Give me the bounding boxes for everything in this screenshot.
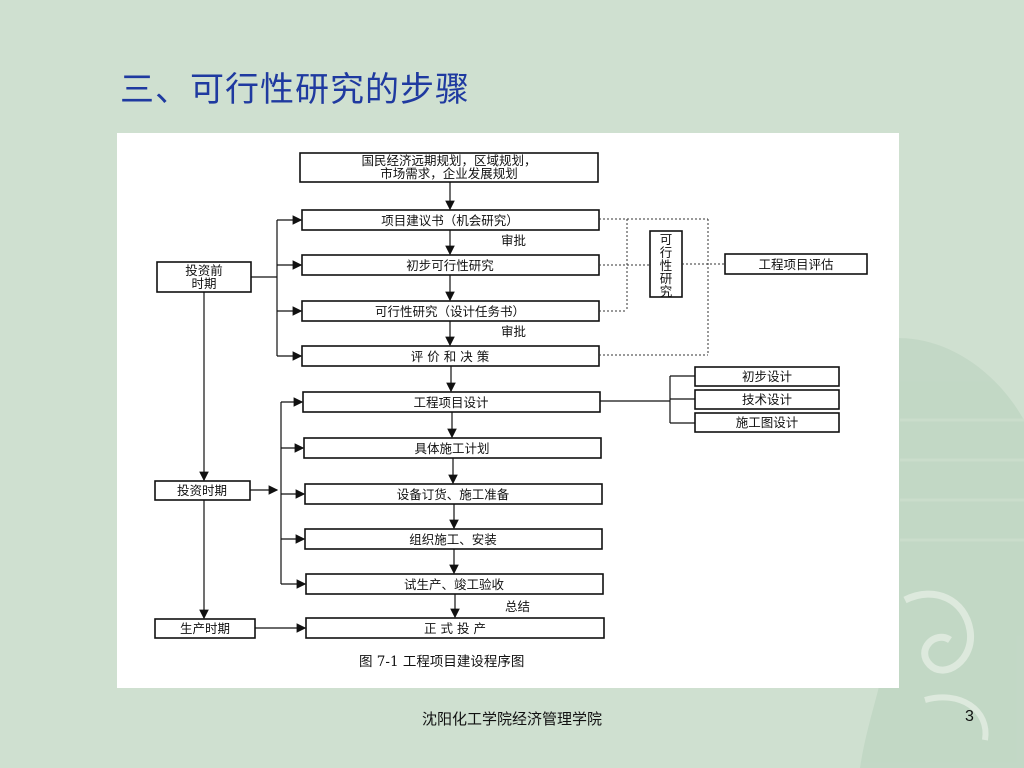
project-eval-label: 工程项目评估 [758,257,833,272]
edge-label-approve-1: 审批 [501,233,526,248]
feas-v-5: 究 [660,284,673,299]
footer-institution: 沈阳化工学院经济管理学院 [421,710,602,728]
construction-drawing-label: 施工图设计 [736,415,799,430]
node-install: 组织施工、安装 [304,528,603,550]
node-production-period: 生产时期 [154,618,256,639]
dotted-connectors-feasibility [599,218,725,356]
feas-v-2: 行 [660,245,673,260]
node-equipment-label: 设备订货、施工准备 [397,487,510,502]
node-production-label: 正 式 投 产 [424,621,486,636]
feas-v-4: 研 [660,271,673,286]
node-pre-investment-period: 投资前 时期 [156,261,252,293]
node-feasibility: 可行性研究（设计任务书） [301,300,600,322]
edge-label-summary: 总结 [505,599,530,614]
node-production: 正 式 投 产 [305,617,605,639]
prelim-design-label: 初步设计 [742,369,792,384]
node-eng-design-label: 工程项目设计 [413,395,488,410]
connectors-design-subitems [600,375,695,424]
node-top-planning: 国民经济远期规划，区域规划， 市场需求，企业发展规划 [299,152,599,183]
node-equipment: 设备订货、施工准备 [304,483,603,505]
node-construction-plan: 具体施工计划 [303,437,602,459]
node-project-evaluation: 工程项目评估 [724,253,868,275]
bracket-pre-investment [251,215,303,361]
node-engineering-design: 工程项目设计 [302,391,601,413]
feas-v-3: 性 [660,258,673,273]
node-investment-period: 投资时期 [154,480,251,501]
node-technical-design: 技术设计 [694,389,840,410]
invest-label: 投资时期 [177,483,227,498]
node-evaluation: 评 价 和 决 策 [301,345,600,367]
tech-design-label: 技术设计 [742,392,792,407]
node-prelim-label: 初步可行性研究 [406,258,494,273]
pre-invest-line1: 投资前 [185,263,223,278]
feas-v-1: 可 [660,232,673,247]
node-feasibility-label: 可行性研究（设计任务书） [375,304,525,319]
pre-invest-line2: 时期 [191,276,216,291]
node-trial-label: 试生产、竣工验收 [404,577,505,592]
page-number: 3 [965,708,974,725]
node-proposal: 项目建议书（机会研究） [301,209,600,231]
node-construction-plan-label: 具体施工计划 [414,441,489,456]
node-proposal-label: 项目建议书（机会研究） [381,213,519,228]
node-prelim-design: 初步设计 [694,366,840,387]
node-top-line2: 市场需求，企业发展规划 [380,166,518,181]
prod-period-label: 生产时期 [180,621,230,636]
node-top-line1: 国民经济远期规划，区域规划， [361,153,536,168]
slide-title: 三、可行性研究的步骤 [120,70,470,110]
node-prelim-feasibility: 初步可行性研究 [301,254,600,276]
node-trial: 试生产、竣工验收 [305,573,604,595]
figure-caption: 图 7-1 工程项目建设程序图 [359,654,524,670]
node-feasibility-study-vertical: 可 行 性 研 究 [649,230,683,299]
edge-label-approve-2: 审批 [501,324,526,339]
node-install-label: 组织施工、安装 [409,532,497,547]
flowchart-figure: 国民经济远期规划，区域规划， 市场需求，企业发展规划 项目建议书（机会研究） 初… [117,133,899,688]
bracket-investment [250,397,307,589]
node-evaluation-label: 评 价 和 决 策 [411,349,490,364]
flowchart-svg: 国民经济远期规划，区域规划， 市场需求，企业发展规划 项目建议书（机会研究） 初… [154,152,868,670]
node-construction-drawing: 施工图设计 [694,412,840,433]
